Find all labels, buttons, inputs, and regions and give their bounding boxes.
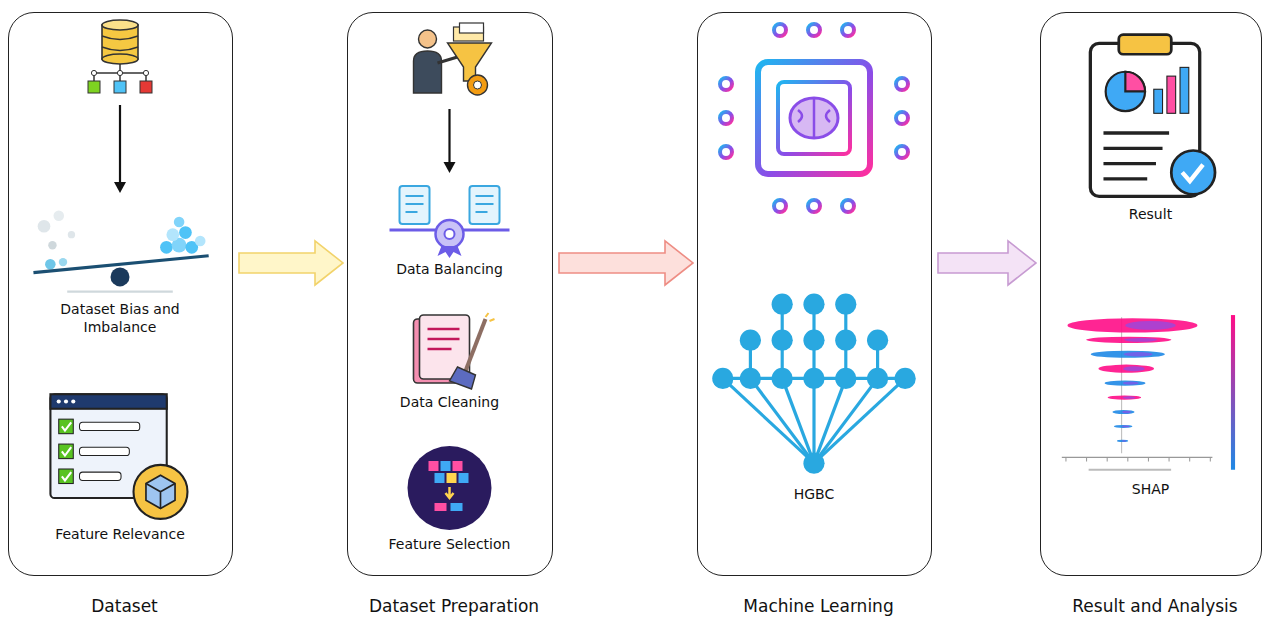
flow-arrow (938, 241, 1036, 285)
step-icon (19, 388, 221, 523)
step-icon (1051, 313, 1250, 478)
step-label: Result (1051, 203, 1250, 225)
step-item: Dataset Bias and Imbalance (19, 203, 221, 338)
stage-panel: DatasetDataset Bias and ImbalanceFeature… (8, 12, 233, 576)
step-item: SHAP (1051, 313, 1250, 500)
flow-arrow (239, 241, 343, 285)
step-label: Dataset Bias and Imbalance (19, 298, 221, 338)
step-icon (358, 311, 541, 391)
step-item: Result (1051, 28, 1250, 225)
step-label: HGBC (708, 483, 920, 505)
step-label: Feature Relevance (19, 523, 221, 545)
stage-panel: Result and AnalysisResultSHAP (1040, 12, 1262, 576)
step-item: Feature Relevance (19, 388, 221, 545)
stage-panel: Machine LearningHGBC (697, 12, 932, 576)
step-icon (708, 278, 920, 483)
block-arrow (239, 241, 343, 285)
step-label: Data Cleaning (358, 391, 541, 413)
panel-title: Dataset (9, 593, 240, 619)
block-arrow (938, 241, 1036, 285)
step-icon (19, 203, 221, 298)
step-item: Data Balancing (358, 178, 541, 280)
stage-panel: Dataset PreparationData BalancingData Cl… (347, 12, 553, 576)
step-label: Feature Selection (358, 533, 541, 555)
panel-title: Result and Analysis (1041, 593, 1269, 619)
step-label: SHAP (1051, 478, 1250, 500)
flow-arrow (559, 241, 693, 285)
step-icon (358, 443, 541, 533)
block-arrow (559, 241, 693, 285)
step-icon (1051, 28, 1250, 203)
step-label: Data Balancing (358, 258, 541, 280)
panel-title: Dataset Preparation (348, 593, 560, 619)
step-item: Feature Selection (358, 443, 541, 555)
step-item: HGBC (708, 278, 920, 505)
step-icon (358, 178, 541, 258)
step-item: Data Cleaning (358, 311, 541, 413)
panel-title: Machine Learning (698, 593, 939, 619)
